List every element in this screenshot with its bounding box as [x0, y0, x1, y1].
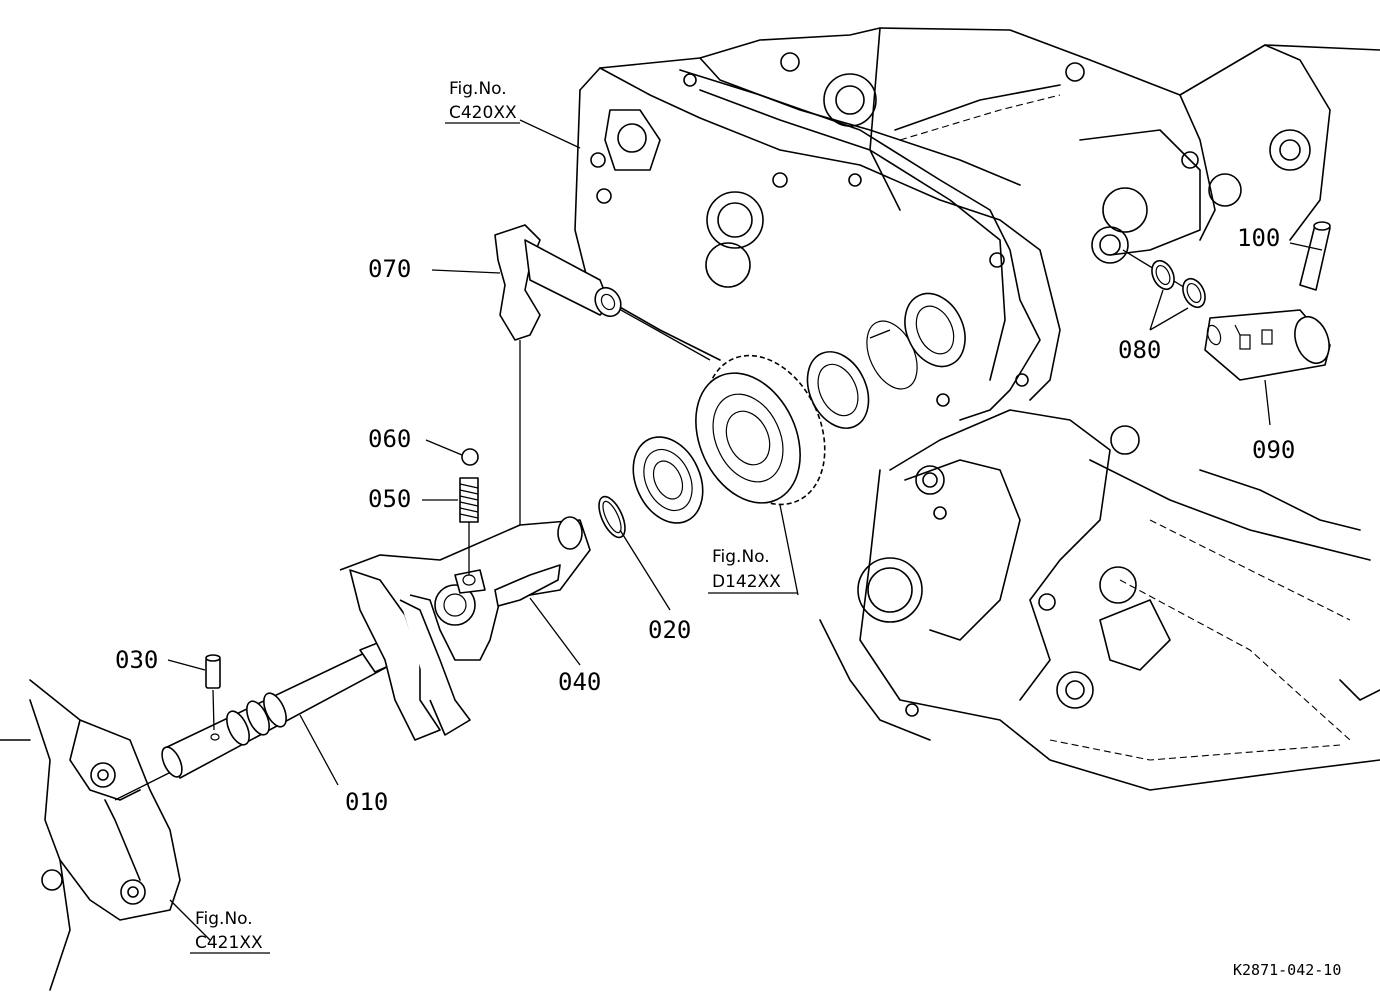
svg-text:Fig.No.: Fig.No.: [195, 909, 253, 929]
roll-pin: [1299, 221, 1331, 291]
part-label-050: 050: [368, 485, 411, 513]
circlip: [598, 495, 626, 539]
part-label-030: 030: [115, 646, 158, 674]
figure-ref-c420: Fig.No. C420XX: [445, 79, 520, 124]
svg-text:C420XX: C420XX: [449, 103, 517, 123]
shift-arm: [494, 224, 622, 341]
part-labels: 070 060 050 030 010 020 040 100 080 090: [115, 224, 1295, 816]
bearing-rear: [806, 292, 966, 429]
part-label-060: 060: [368, 425, 411, 453]
shift-lever-sleeve: [1204, 309, 1331, 381]
part-label-090: 090: [1252, 436, 1295, 464]
part-label-080: 080: [1118, 336, 1161, 364]
figure-ref-d142: Fig.No. D142XX: [708, 547, 798, 594]
part-label-020: 020: [648, 616, 691, 644]
detent-ball: [461, 448, 479, 466]
o-rings: [1151, 259, 1206, 309]
lower-left-housing: [0, 679, 181, 991]
cover-plate: [679, 69, 1041, 421]
leader-lines: [167, 119, 1323, 941]
lower-housing-outline: [819, 409, 1380, 791]
drawing-id: K2871-042-10: [1233, 961, 1341, 979]
figure-ref-c421: Fig.No. C421XX: [190, 909, 270, 954]
gear: [695, 354, 826, 506]
part-label-070: 070: [368, 255, 411, 283]
detent-spring: [459, 477, 479, 575]
shift-fork: [339, 516, 591, 741]
svg-text:D142XX: D142XX: [712, 572, 781, 592]
svg-text:C421XX: C421XX: [195, 933, 263, 953]
bearing-front: [632, 436, 704, 524]
part-label-040: 040: [558, 668, 601, 696]
svg-text:Fig.No.: Fig.No.: [449, 79, 507, 99]
spring-pin: [205, 654, 221, 731]
svg-text:Fig.No.: Fig.No.: [712, 547, 770, 567]
part-label-100: 100: [1237, 224, 1280, 252]
part-label-010: 010: [345, 788, 388, 816]
